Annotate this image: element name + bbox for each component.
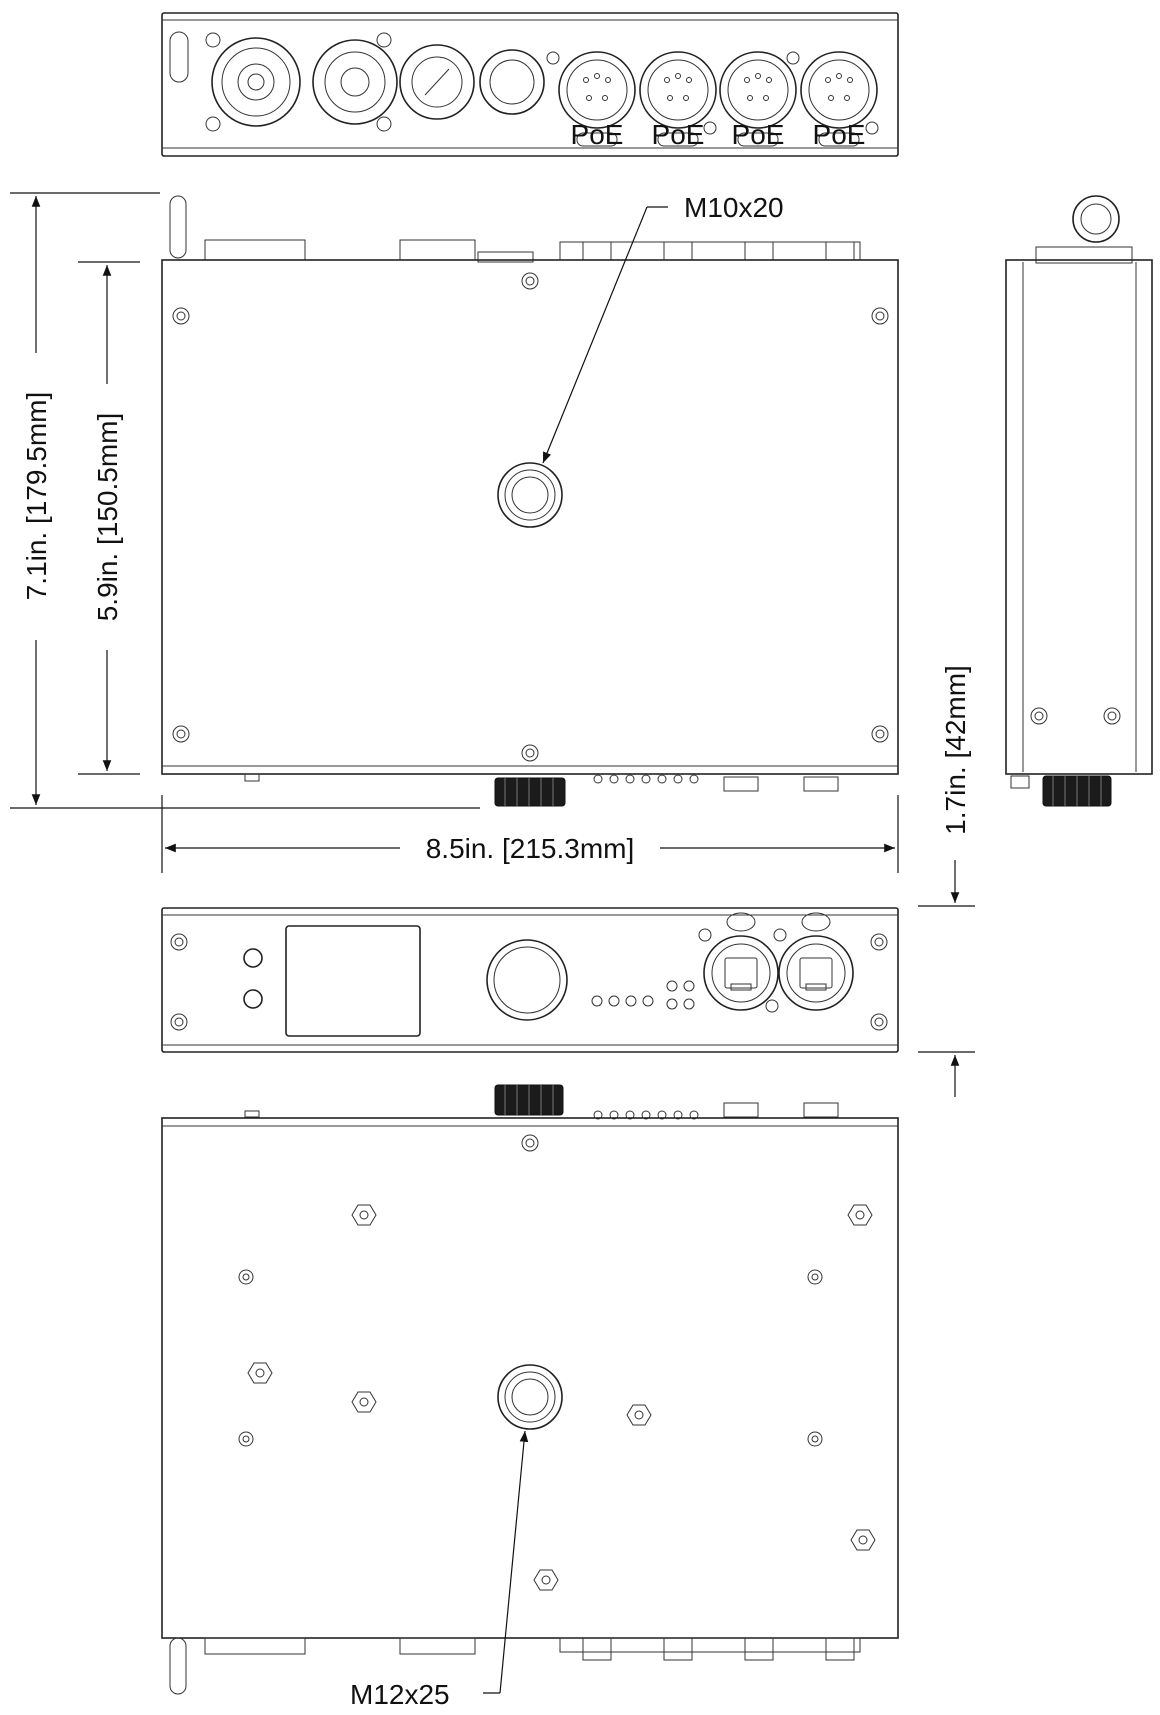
fuse-holder	[399, 44, 475, 120]
cable-grommet	[479, 49, 545, 115]
overall-height-label: 7.1in. [179.5mm]	[21, 392, 52, 601]
dimension-depth: 1.7in. [42mm]	[918, 665, 975, 1097]
callout-m12-label: M12x25	[350, 1679, 450, 1710]
bottom-edge-leds	[593, 1110, 699, 1120]
top-view	[161, 195, 899, 807]
power-out-connector	[312, 32, 398, 132]
front-edge-leds	[593, 774, 699, 784]
ethercon-port-2	[773, 912, 854, 1011]
dimension-body-height: 5.9in. [150.5mm]	[78, 261, 140, 775]
front-panel-view	[161, 907, 899, 1053]
top-xlr-stubs	[582, 241, 855, 261]
front-display	[285, 925, 421, 1037]
side-view	[1005, 195, 1153, 807]
callout-m10: M10x20	[542, 192, 784, 464]
front-encoder-knob	[486, 939, 568, 1021]
callout-m10-label: M10x20	[684, 192, 784, 223]
bottom-screws	[238, 1269, 823, 1447]
xlr-label-4: PoE	[813, 119, 866, 150]
xlr-connector-1: PoE	[558, 51, 636, 150]
m10-thread-hole	[497, 462, 563, 528]
xlr-connector-4: PoE	[800, 51, 878, 150]
body-height-label: 5.9in. [150.5mm]	[92, 413, 123, 622]
dimension-overall-height: 7.1in. [179.5mm]	[10, 192, 480, 809]
width-label: 8.5in. [215.3mm]	[426, 833, 635, 864]
xlr-connector-2: PoE	[639, 51, 717, 150]
xlr-label-3: PoE	[732, 119, 785, 150]
power-in-connector	[205, 32, 301, 132]
hex-nuts	[247, 1204, 876, 1591]
xlr-label-2: PoE	[652, 119, 705, 150]
ethercon-port-1	[698, 912, 779, 1013]
front-leds	[591, 980, 695, 1010]
depth-label: 1.7in. [42mm]	[940, 665, 971, 835]
bottom-view	[161, 1084, 899, 1695]
rear-panel-view: PoE PoE PoE PoE	[161, 12, 899, 157]
callout-m12: M12x25	[350, 1430, 529, 1710]
m12-thread-hole	[497, 1364, 563, 1430]
dimension-width: 8.5in. [215.3mm]	[161, 795, 899, 873]
front-buttons	[243, 948, 263, 1009]
xlr-connector-3: PoE	[719, 51, 797, 150]
xlr-label-1: PoE	[571, 119, 624, 150]
